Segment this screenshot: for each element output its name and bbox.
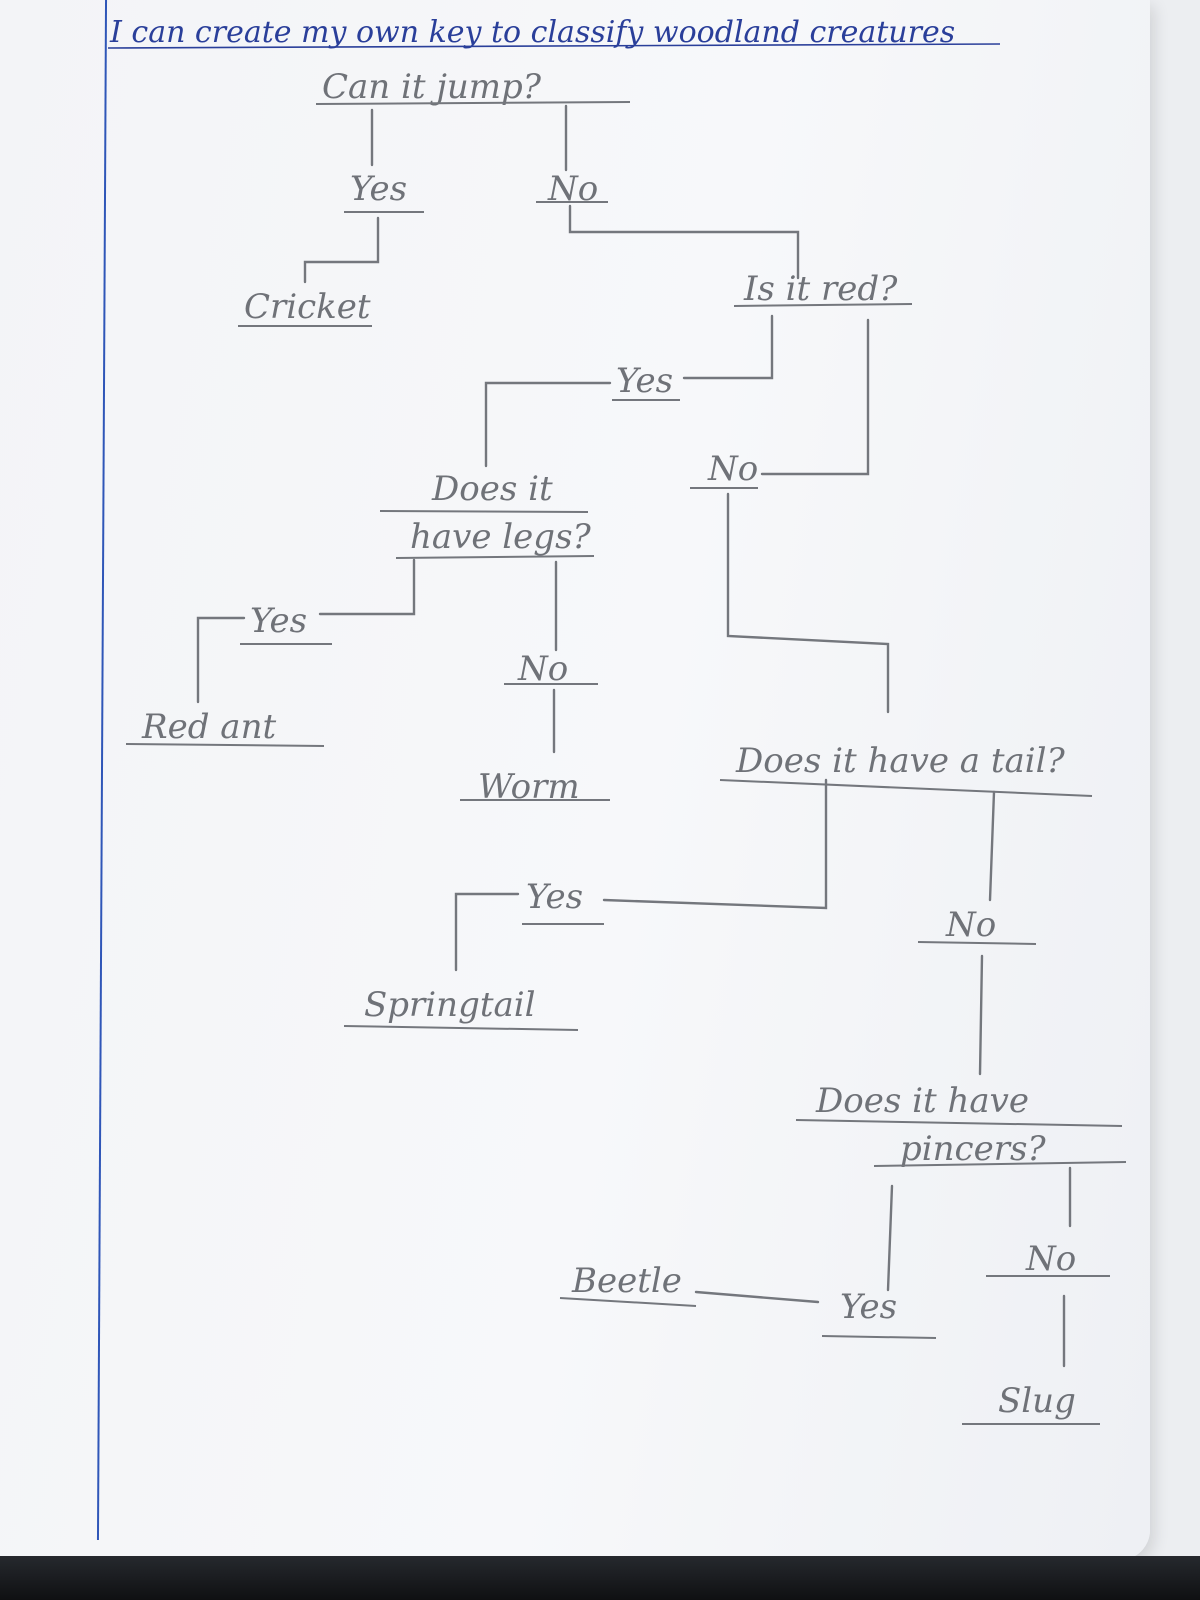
question-has-tail: Does it have a tail? <box>735 741 1066 781</box>
underline <box>315 101 631 105</box>
connector <box>886 1184 894 1292</box>
answer-yes: Yes <box>250 601 307 641</box>
underline <box>795 1119 1123 1127</box>
connector <box>602 778 828 910</box>
underline <box>873 1161 1127 1167</box>
connector <box>694 1290 820 1304</box>
underline <box>917 941 1037 945</box>
desk-shadow <box>0 1556 1200 1600</box>
connector <box>760 318 870 476</box>
underline <box>559 1297 697 1307</box>
answer-no: No <box>945 905 996 945</box>
underline <box>821 1335 937 1339</box>
question-has-legs-line1: Does it <box>431 469 553 509</box>
underline <box>395 555 595 559</box>
leaf-cricket: Cricket <box>244 287 371 327</box>
answer-no: No <box>1025 1239 1076 1279</box>
connector <box>484 381 612 468</box>
question-has-legs-line2: have legs? <box>410 517 592 557</box>
notebook-page <box>0 0 1150 1560</box>
leaf-red-ant: Red ant <box>141 707 276 747</box>
connector <box>978 954 984 1076</box>
question-has-pincers-line2: pincers? <box>900 1129 1046 1169</box>
title-underline <box>107 43 1001 49</box>
question-has-pincers-line1: Does it have <box>815 1081 1029 1121</box>
question-can-it-jump: Can it jump? <box>322 67 542 107</box>
underline <box>733 303 913 307</box>
underline <box>125 743 325 747</box>
connector <box>303 216 380 284</box>
underline <box>343 1025 579 1031</box>
leaf-beetle: Beetle <box>571 1261 682 1301</box>
connector <box>454 892 520 972</box>
answer-no: No <box>517 649 568 689</box>
underline <box>379 510 589 513</box>
underline <box>719 779 1093 797</box>
connector <box>196 616 246 704</box>
connector <box>726 492 890 714</box>
leaf-springtail: Springtail <box>364 985 536 1025</box>
leaf-slug: Slug <box>998 1381 1076 1421</box>
connector <box>988 790 996 902</box>
answer-no: No <box>707 449 758 489</box>
connector <box>568 204 800 280</box>
connector <box>682 314 774 380</box>
answer-yes: Yes <box>350 169 407 209</box>
question-is-it-red: Is it red? <box>743 269 898 309</box>
connector <box>318 558 416 616</box>
answer-yes: Yes <box>526 877 583 917</box>
answer-yes: Yes <box>840 1287 897 1327</box>
answer-yes: Yes <box>616 361 673 401</box>
